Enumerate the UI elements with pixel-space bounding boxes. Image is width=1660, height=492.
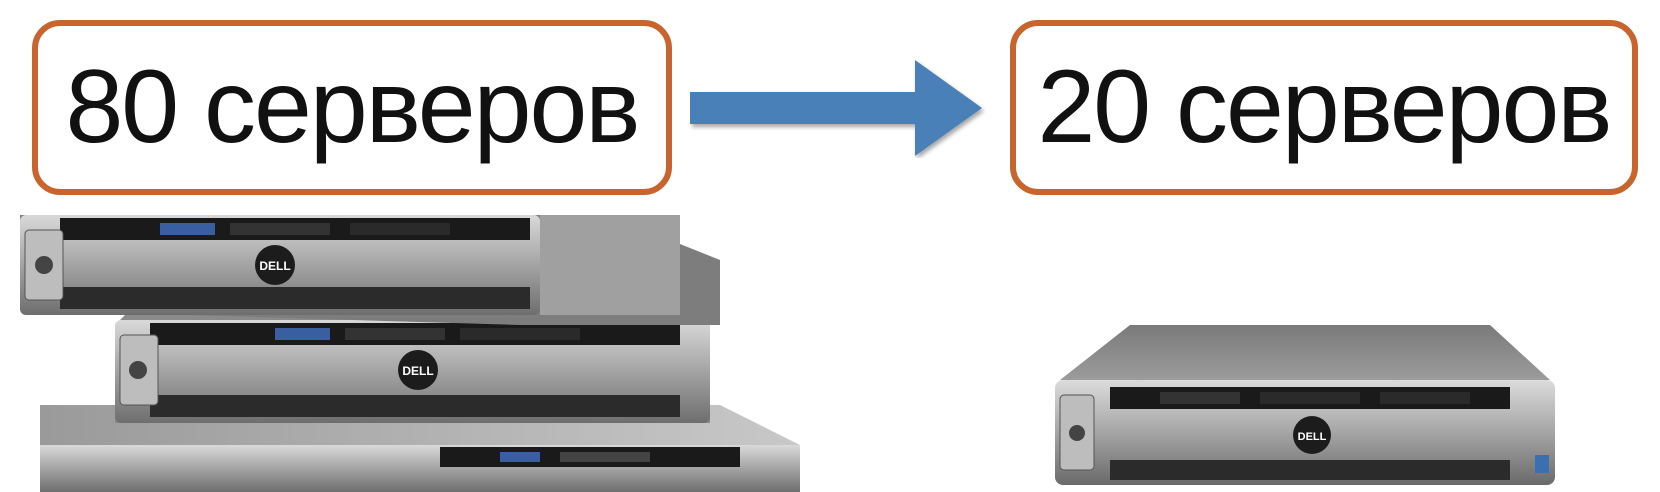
dell-logo-single: DELL (1298, 431, 1327, 443)
transition-arrow-icon (690, 60, 982, 156)
to-servers-box: 20 серверов (1010, 20, 1638, 195)
from-servers-box: 80 серверов (32, 20, 672, 195)
from-servers-label: 80 серверов (65, 49, 640, 165)
dell-logo-middle: DELL (402, 364, 433, 378)
server-bottom (40, 405, 800, 492)
server-single: DELL (1055, 325, 1555, 485)
server-top: DELL (20, 215, 720, 325)
single-server-image: DELL (1055, 325, 1555, 485)
to-servers-label: 20 серверов (1037, 49, 1612, 165)
dell-logo-top: DELL (259, 259, 290, 273)
server-stack-image: DELL DELL (20, 215, 800, 492)
server-middle: DELL (115, 300, 710, 423)
